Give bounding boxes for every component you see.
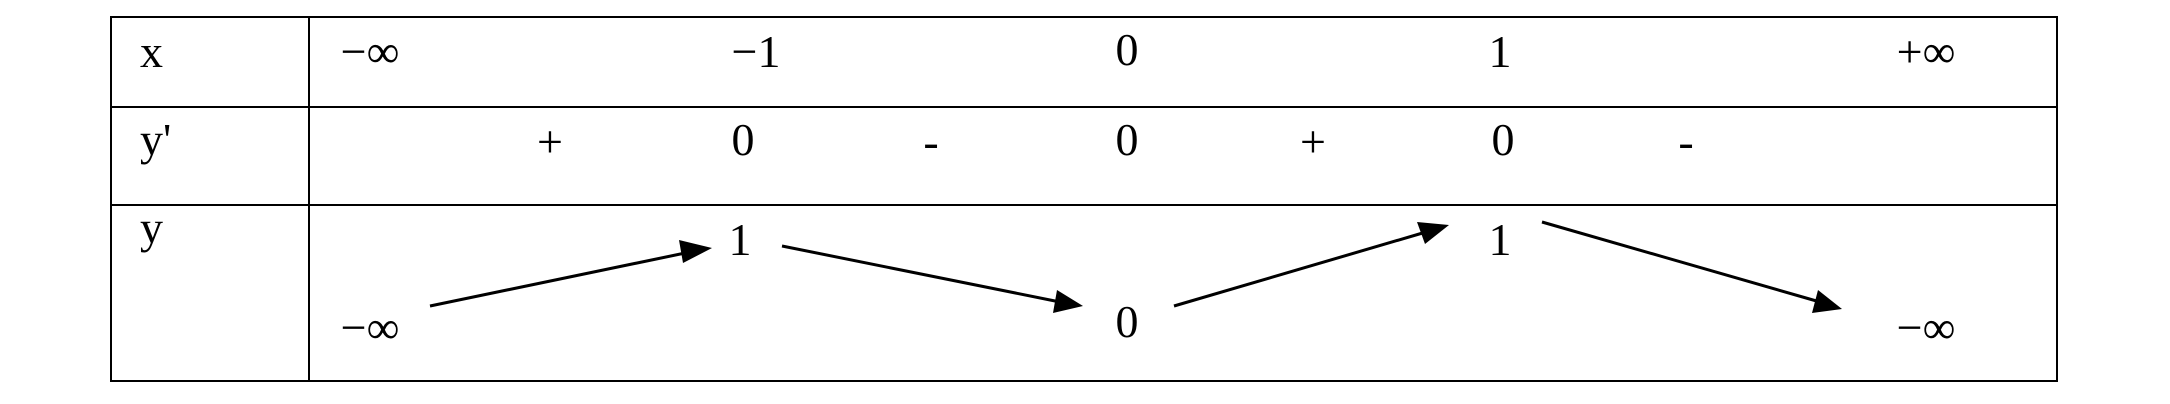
row-divider-2 bbox=[112, 204, 2056, 206]
derivative-sign-4: - bbox=[1678, 116, 1694, 167]
derivative-zero-2: 0 bbox=[1115, 114, 1139, 165]
x-value-one: 1 bbox=[1488, 26, 1512, 77]
variation-table bbox=[110, 16, 2058, 382]
x-value-neg-infinity: −∞ bbox=[340, 26, 400, 77]
derivative-sign-1: + bbox=[537, 116, 563, 167]
row-divider-1 bbox=[112, 106, 2056, 108]
row-label-y: y bbox=[140, 202, 163, 253]
x-value-zero: 0 bbox=[1115, 24, 1139, 75]
derivative-zero-1: 0 bbox=[731, 114, 755, 165]
row-label-y-prime: y' bbox=[140, 114, 172, 165]
derivative-sign-3: + bbox=[1300, 116, 1326, 167]
column-divider bbox=[308, 18, 310, 380]
y-value-local-min: 0 bbox=[1115, 296, 1139, 347]
derivative-zero-3: 0 bbox=[1491, 114, 1515, 165]
y-value-neg-infinity-right: −∞ bbox=[1896, 302, 1956, 353]
x-value-pos-infinity: +∞ bbox=[1896, 26, 1956, 77]
y-value-local-max-1: 1 bbox=[728, 214, 752, 265]
y-value-local-max-2: 1 bbox=[1488, 214, 1512, 265]
x-value-minus-one: −1 bbox=[731, 26, 781, 77]
y-value-neg-infinity-left: −∞ bbox=[340, 302, 400, 353]
derivative-sign-2: - bbox=[923, 116, 939, 167]
row-label-x: x bbox=[140, 26, 163, 77]
